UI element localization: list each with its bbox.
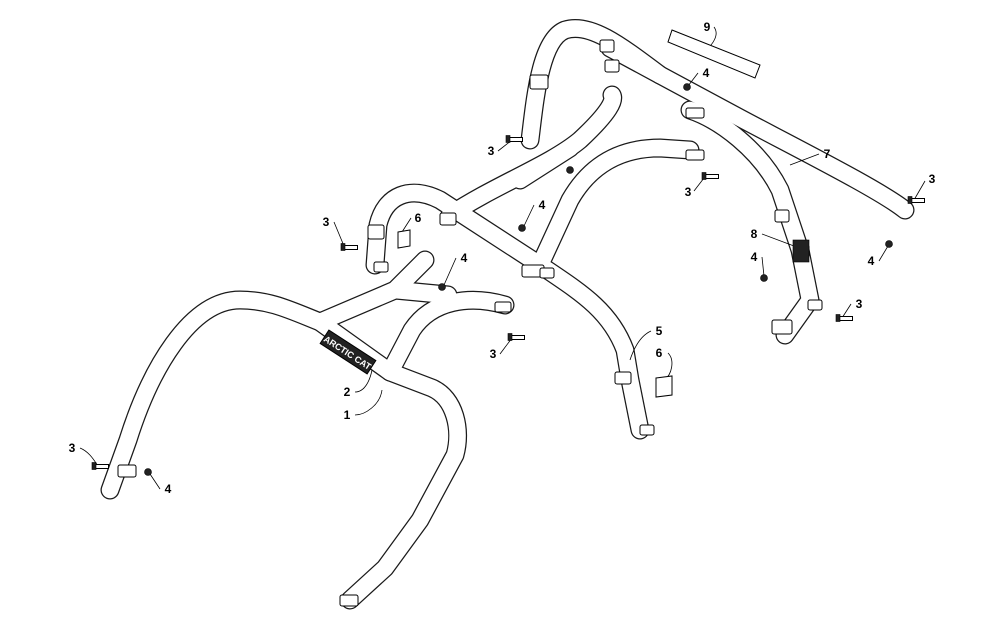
nut <box>885 240 893 248</box>
mounting-bracket <box>685 107 705 119</box>
mounting-bracket <box>807 299 823 311</box>
mounting-bracket <box>685 149 705 161</box>
mounting-bracket <box>117 464 137 478</box>
leader-line <box>401 217 412 233</box>
tube-body <box>511 139 579 189</box>
mounting-bracket <box>604 59 620 73</box>
callout-8: 8 <box>750 227 758 241</box>
nut <box>144 468 152 476</box>
mounting-bracket <box>494 301 512 313</box>
leader-line <box>687 72 699 87</box>
leader-line <box>913 180 926 201</box>
callout-2: 2 <box>343 385 351 399</box>
bolt <box>701 172 719 180</box>
nut <box>683 83 691 91</box>
tube-body <box>381 292 514 381</box>
leader-line <box>693 177 705 192</box>
leader-line <box>443 257 457 286</box>
mounting-bracket <box>539 267 555 279</box>
callout-3: 3 <box>684 185 692 199</box>
callout-4: 4 <box>164 482 172 496</box>
callout-5: 5 <box>655 324 663 338</box>
mounting-bracket <box>373 261 389 273</box>
nut <box>438 283 446 291</box>
callout-4: 4 <box>702 66 710 80</box>
decal-9 <box>667 29 761 79</box>
mounting-bracket <box>339 594 359 607</box>
leader-line <box>523 204 535 227</box>
tube-body <box>386 281 457 304</box>
mounting-bracket <box>529 74 549 90</box>
callout-4: 4 <box>538 198 546 212</box>
callout-3: 3 <box>68 441 76 455</box>
mounting-bracket <box>771 319 793 335</box>
mounting-bracket <box>439 212 457 226</box>
decal-6-lower <box>655 375 673 398</box>
tube-body <box>101 291 466 609</box>
grip-sleeve <box>792 239 810 263</box>
callout-3: 3 <box>322 215 330 229</box>
callout-4: 4 <box>867 254 875 268</box>
brackets-and-hardware <box>91 39 925 607</box>
nut <box>518 224 526 232</box>
mounting-bracket <box>639 424 655 436</box>
callout-1: 1 <box>343 408 351 422</box>
bolt <box>907 196 925 204</box>
callout-3: 3 <box>489 347 497 361</box>
mounting-bracket <box>614 371 632 385</box>
mounting-bracket <box>599 39 615 53</box>
nut <box>566 166 574 174</box>
bolt <box>340 243 358 251</box>
tube-body <box>601 39 669 84</box>
bolt <box>835 314 853 322</box>
bolt <box>507 333 525 341</box>
callout-7: 7 <box>823 147 831 161</box>
callout-6: 6 <box>655 346 663 360</box>
callout-3: 3 <box>487 144 495 158</box>
decal-6-upper <box>397 229 411 249</box>
mounting-bracket <box>774 209 790 223</box>
leader-line <box>149 473 161 490</box>
tube-body <box>531 139 699 274</box>
callout-3: 3 <box>855 297 863 311</box>
leader-line <box>354 369 373 393</box>
mounting-bracket <box>367 224 385 240</box>
callout-3: 3 <box>928 172 936 186</box>
callout-4: 4 <box>750 250 758 264</box>
leader-line <box>789 153 820 166</box>
leader-line <box>878 245 889 262</box>
callout-4: 4 <box>460 251 468 265</box>
callout-9: 9 <box>703 20 711 34</box>
leader-line <box>761 233 795 247</box>
bolt <box>505 135 523 143</box>
callout-6: 6 <box>414 211 422 225</box>
leader-line <box>629 330 652 361</box>
leader-line <box>761 256 765 277</box>
leader-line <box>333 221 345 247</box>
bolt <box>91 462 109 470</box>
nut <box>760 274 768 282</box>
leader-line <box>354 389 383 416</box>
leader-line <box>841 303 852 319</box>
roll-cage-tubes <box>100 19 915 610</box>
